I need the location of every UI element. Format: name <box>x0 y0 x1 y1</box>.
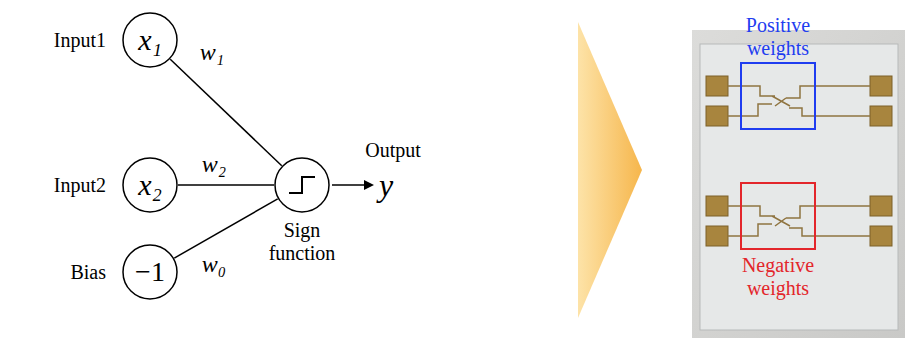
circle-border <box>123 245 177 299</box>
contact-pad <box>706 76 728 96</box>
node-heading: Negative weights <box>723 254 833 300</box>
node-heading: Input2 <box>54 174 106 197</box>
step-symbol <box>289 177 315 193</box>
node-heading: Sign function <box>257 219 347 265</box>
output-symbol: y <box>379 168 393 203</box>
circle-border <box>123 13 177 67</box>
neuron-circle: Bias−1 <box>122 244 178 300</box>
output-caption: Output <box>365 139 421 161</box>
contact-pad <box>870 76 892 96</box>
weight-label: w₁ <box>198 39 226 65</box>
transition-chevron <box>578 22 642 318</box>
node-heading: Input1 <box>54 29 106 52</box>
device-photo <box>692 30 905 338</box>
weight-connection <box>174 199 277 258</box>
output-line <box>332 184 364 186</box>
node-symbol: x₂ <box>138 168 162 203</box>
contact-pad <box>870 106 892 126</box>
weight-region-box: Positive weights <box>740 62 816 130</box>
contact-pad <box>706 226 728 246</box>
weight-connection <box>178 184 274 186</box>
trace <box>728 206 870 236</box>
circle-border <box>123 158 177 212</box>
contact-pad <box>706 196 728 216</box>
weight-label: w₀ <box>200 251 228 277</box>
neuron-circle: Input2x₂ <box>122 157 178 213</box>
node-symbol: x₁ <box>138 23 162 58</box>
neuron-circle: Input1x₁ <box>122 12 178 68</box>
weight-connection <box>170 59 281 165</box>
node-heading: Bias <box>70 261 106 284</box>
weight-label: w₂ <box>200 151 228 177</box>
node-heading: Positive weights <box>723 14 833 60</box>
contact-pad <box>870 196 892 216</box>
device-bottom <box>706 196 892 246</box>
device-top <box>706 76 892 126</box>
trace <box>728 86 870 116</box>
contact-pad <box>870 226 892 246</box>
weight-region-box: Negative weights <box>740 182 816 250</box>
node-symbol: −1 <box>135 256 165 288</box>
neuron-circle: Sign function <box>274 157 330 213</box>
glass-substrate <box>700 44 898 330</box>
output-arrowhead <box>364 180 374 190</box>
contact-pad <box>706 106 728 126</box>
circle-border <box>275 158 329 212</box>
circle-outline <box>274 157 330 213</box>
